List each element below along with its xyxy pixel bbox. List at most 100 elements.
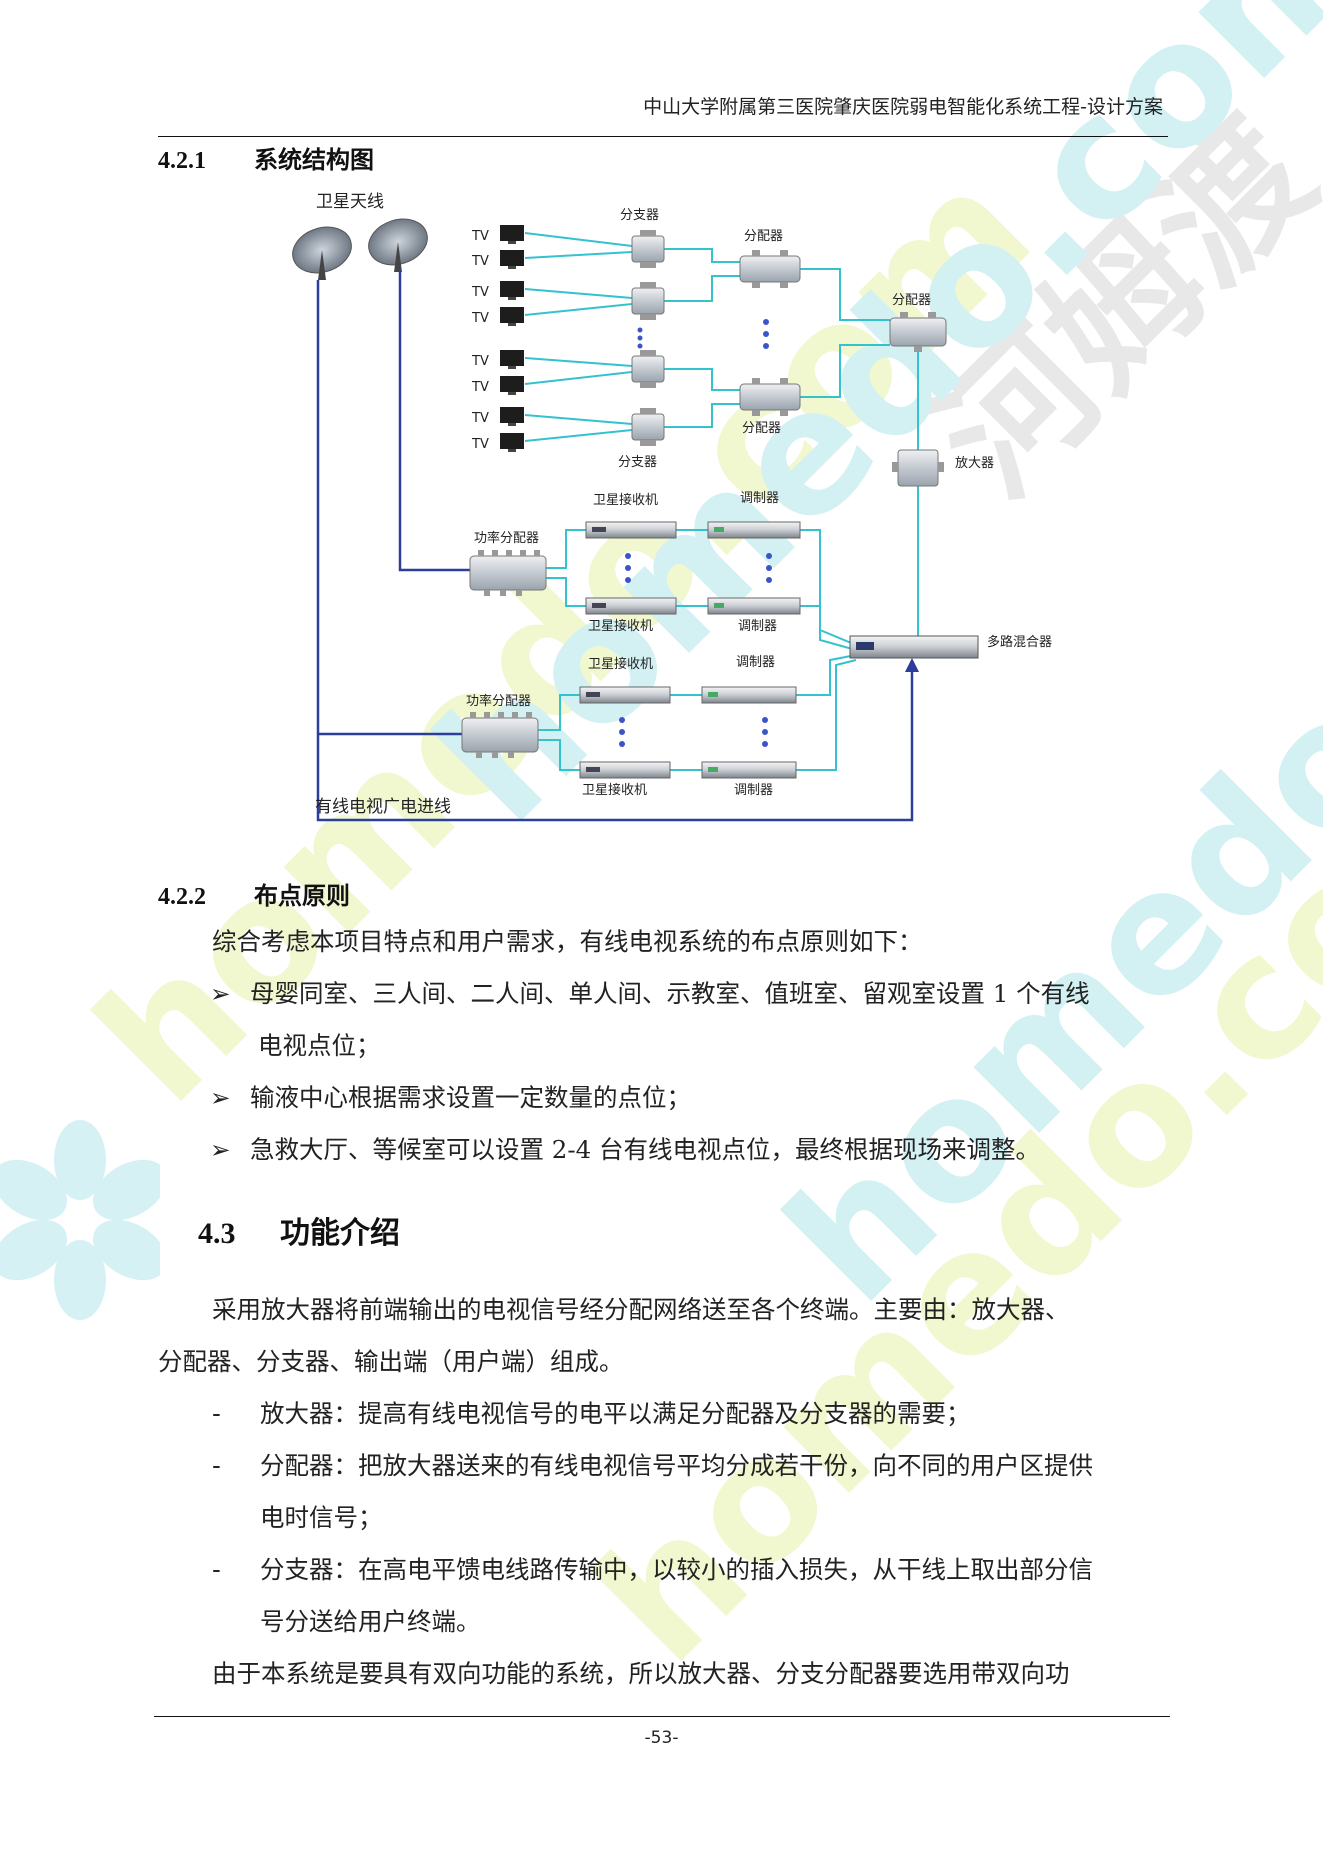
- running-header: 中山大学附属第三医院肇庆医院弱电智能化系统工程-设计方案: [643, 96, 1163, 118]
- header-rule: [158, 136, 1168, 137]
- svg-text:TV: TV: [471, 229, 489, 244]
- label-power-splitter-1: 功率分配器: [474, 530, 539, 546]
- label-sat-receiver-1: 卫星接收机: [593, 492, 658, 508]
- arrow-into-mixer: [905, 658, 919, 672]
- label-cable-in: 有线电视广电进线: [315, 797, 451, 817]
- dash-line-1: 分支器：在高电平馈电线路传输中，以较小的插入损失，从干线上取出部分信: [260, 1555, 1093, 1584]
- modulator-3: [701, 686, 797, 704]
- sat-receiver-2: [585, 597, 677, 615]
- watermark-logo: [0, 1110, 167, 1330]
- label-splitter-2: 分配器: [742, 421, 781, 436]
- dash-item-brancher: - 分支器：在高电平馈电线路传输中，以较小的插入损失，从干线上取出部分信 号分送…: [212, 1544, 1172, 1648]
- section-number: 4.2.2: [158, 884, 206, 910]
- power-splitter-2: [461, 712, 539, 758]
- tv-group: TV TV TV TV TV TV TV TV: [471, 225, 524, 452]
- svg-text:TV: TV: [471, 285, 489, 300]
- label-modulator-3: 调制器: [736, 655, 775, 670]
- sat-receiver-1: [585, 521, 677, 539]
- label-mixer: 多路混合器: [987, 634, 1052, 650]
- dash-item-splitter: - 分配器：把放大器送来的有线电视信号平均分成若干份，向不同的用户区提供 电时信…: [212, 1440, 1172, 1544]
- modulator-2: [707, 597, 801, 615]
- label-splitter-top: 分配器: [892, 293, 931, 308]
- modulator-4: [701, 761, 797, 779]
- paragraph-function-line-2: 分配器、分支器、输出端（用户端）组成。: [158, 1347, 624, 1376]
- power-splitter-1: [469, 550, 547, 596]
- svg-text:TV: TV: [471, 411, 489, 426]
- tv-6: TV: [471, 376, 524, 395]
- label-brancher-top: 分支器: [620, 208, 659, 223]
- satellite-dish-1: [292, 226, 352, 280]
- bullet-line-1: 急救大厅、等候室可以设置 2-4 台有线电视点位，最终根据现场来调整。: [250, 1135, 1041, 1164]
- dash-line-1: 分配器：把放大器送来的有线电视信号平均分成若干份，向不同的用户区提供: [260, 1451, 1093, 1480]
- svg-text:TV: TV: [471, 380, 489, 395]
- dash-mark: -: [212, 1451, 221, 1480]
- section-heading-4-3: 4.3 功能介绍: [198, 1208, 400, 1252]
- section-title: 系统结构图: [254, 145, 374, 174]
- label-satellite-antenna: 卫星天线: [316, 192, 384, 212]
- footer-rule: [154, 1716, 1170, 1717]
- bullet-item-1: ➢ 母婴同室、三人间、二人间、单人间、示教室、值班室、留观室设置 1 个有线 电…: [210, 968, 1170, 1072]
- svg-text:TV: TV: [471, 311, 489, 326]
- tv-8: TV: [471, 433, 524, 452]
- bullet-item-2: ➢ 输液中心根据需求设置一定数量的点位；: [210, 1072, 1170, 1124]
- section-title: 布点原则: [254, 881, 350, 910]
- brancher-group: [631, 230, 665, 446]
- tv-1: TV: [471, 225, 524, 244]
- label-amplifier: 放大器: [955, 456, 994, 471]
- section-number: 4.3: [198, 1217, 236, 1250]
- bullet-line-1: 输液中心根据需求设置一定数量的点位；: [250, 1083, 691, 1112]
- paragraph-layout-intro: 综合考虑本项目特点和用户需求，有线电视系统的布点原则如下：: [212, 927, 923, 956]
- tv-4: TV: [471, 307, 524, 326]
- bullet-arrow-icon: ➢: [210, 1083, 231, 1112]
- distribution-lines: [524, 232, 919, 771]
- splitter-1: [739, 250, 801, 288]
- label-power-splitter-2: 功率分配器: [466, 693, 531, 709]
- label-sat-receiver-3: 卫星接收机: [588, 656, 653, 672]
- amplifier: [892, 449, 944, 487]
- tv-7: TV: [471, 407, 524, 426]
- bullet-line-1: 母婴同室、三人间、二人间、单人间、示教室、值班室、留观室设置 1 个有线: [250, 979, 1090, 1008]
- satellite-dish-2: [368, 218, 428, 272]
- dash-line-1: 放大器：提高有线电视信号的电平以满足分配器及分支器的需要；: [260, 1399, 971, 1428]
- section-number: 4.2.1: [158, 148, 206, 174]
- dash-mark: -: [212, 1399, 221, 1428]
- sat-receiver-4: [579, 761, 671, 779]
- tv-3: TV: [471, 281, 524, 300]
- dash-line-2: 号分送给用户终端。: [260, 1607, 481, 1636]
- paragraph-bidirectional: 由于本系统是要具有双向功能的系统，所以放大器、分支分配器要选用带双向功: [212, 1659, 1070, 1688]
- paragraph-function-line-1: 采用放大器将前端输出的电视信号经分配网络送至各个终端。主要由：放大器、: [212, 1295, 1070, 1324]
- bullet-arrow-icon: ➢: [210, 1135, 231, 1164]
- bullet-item-3: ➢ 急救大厅、等候室可以设置 2-4 台有线电视点位，最终根据现场来调整。: [210, 1124, 1170, 1176]
- splitter-group: [739, 250, 947, 416]
- multi-channel-mixer: [849, 635, 979, 659]
- svg-text:TV: TV: [471, 254, 489, 269]
- brancher-2: [631, 282, 665, 320]
- brancher-1: [631, 230, 665, 268]
- label-splitter-1: 分配器: [744, 229, 783, 244]
- brancher-3: [631, 350, 665, 388]
- tv-2: TV: [471, 250, 524, 269]
- antenna-feed-lines: [316, 270, 914, 822]
- section-title: 功能介绍: [280, 1216, 400, 1251]
- label-modulator-1: 调制器: [740, 491, 779, 506]
- label-sat-receiver-2: 卫星接收机: [588, 618, 653, 634]
- dash-line-2: 电时信号；: [260, 1503, 383, 1532]
- bullet-line-2: 电视点位；: [258, 1031, 381, 1060]
- splitter-2: [739, 378, 801, 416]
- tv-5: TV: [471, 350, 524, 369]
- sat-receiver-3: [579, 686, 671, 704]
- label-brancher-bottom: 分支器: [618, 455, 657, 470]
- label-sat-receiver-4: 卫星接收机: [582, 782, 647, 798]
- section-heading-4-2-2: 4.2.2 布点原则: [158, 876, 350, 911]
- bullet-arrow-icon: ➢: [210, 979, 231, 1008]
- svg-text:TV: TV: [471, 437, 489, 452]
- svg-text:TV: TV: [471, 354, 489, 369]
- rack-devices: [579, 521, 801, 779]
- section-heading-4-2-1: 4.2.1 系统结构图: [158, 140, 374, 175]
- dash-mark: -: [212, 1555, 221, 1584]
- brancher-4: [631, 408, 665, 446]
- splitter-top: [889, 312, 947, 352]
- dash-item-amplifier: - 放大器：提高有线电视信号的电平以满足分配器及分支器的需要；: [212, 1388, 1172, 1440]
- system-structure-diagram: 卫星天线: [290, 188, 1090, 828]
- page-number: -53-: [644, 1728, 679, 1748]
